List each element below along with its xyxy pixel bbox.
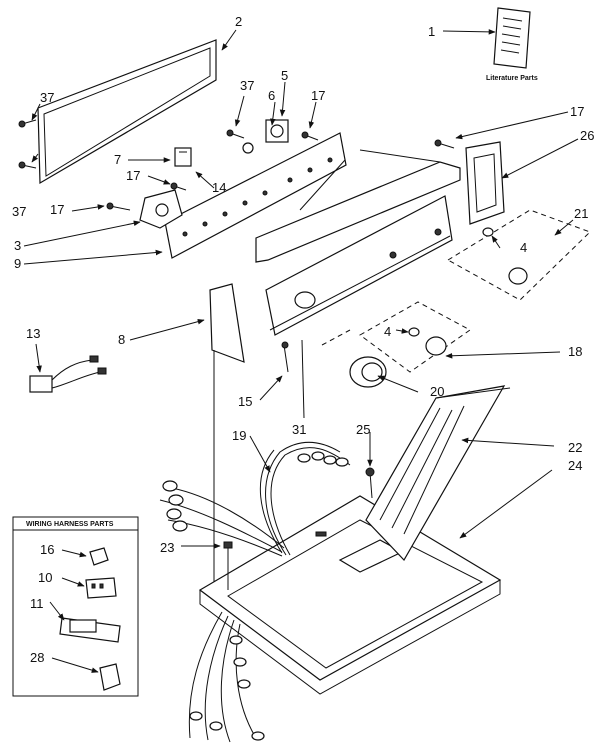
callout-37-top: 37 xyxy=(40,90,54,105)
lint-chute xyxy=(365,385,511,561)
callout-24: 24 xyxy=(568,458,582,473)
knob-group-18 xyxy=(359,301,471,373)
callout-6: 6 xyxy=(268,88,275,103)
callout-37-mid: 37 xyxy=(240,78,254,93)
callout-3: 3 xyxy=(14,238,21,253)
callout-17-mid: 17 xyxy=(126,168,140,183)
callout-5: 5 xyxy=(281,68,288,83)
callout-1: 1 xyxy=(428,24,435,39)
callout-numbers: 1 2 37 37 5 6 17 17 26 7 17 14 37 17 3 9… xyxy=(12,14,594,665)
callout-16: 16 xyxy=(40,542,54,557)
literature-parts: Literature Parts xyxy=(486,7,538,82)
harness-19 xyxy=(259,441,351,556)
callout-25: 25 xyxy=(356,422,370,437)
callout-23: 23 xyxy=(160,540,174,555)
screw-37-mid xyxy=(226,129,245,139)
callout-4-right: 4 xyxy=(520,240,527,255)
callout-14: 14 xyxy=(212,180,226,195)
control-bracket xyxy=(164,132,347,259)
screw-15 xyxy=(281,341,289,373)
screw-17-d xyxy=(434,139,455,149)
harness-bottom xyxy=(188,611,265,743)
callout-20: 20 xyxy=(430,384,444,399)
callout-15: 15 xyxy=(238,394,252,409)
screw-17-b xyxy=(170,182,187,191)
callout-37-bottom: 37 xyxy=(12,204,26,219)
callout-17-left: 17 xyxy=(50,202,64,217)
callout-31: 31 xyxy=(292,422,306,437)
callout-17-top: 17 xyxy=(311,88,325,103)
screw-17-c xyxy=(301,131,319,141)
callout-13: 13 xyxy=(26,326,40,341)
callout-26: 26 xyxy=(580,128,594,143)
switch xyxy=(174,147,192,167)
wiring-box-title: WIRING HARNESS PARTS xyxy=(26,521,114,528)
callout-4-mid: 4 xyxy=(384,324,391,339)
callout-10: 10 xyxy=(38,570,52,585)
knob-20 xyxy=(349,356,387,388)
callout-2: 2 xyxy=(235,14,242,29)
end-cap xyxy=(465,141,505,225)
callout-11: 11 xyxy=(30,596,44,611)
top-panel xyxy=(198,495,502,695)
screw-23 xyxy=(223,541,233,590)
screw-17-a xyxy=(106,202,131,211)
callout-18: 18 xyxy=(568,344,582,359)
console xyxy=(255,149,461,336)
callout-17-right: 17 xyxy=(570,104,584,119)
knob-group-21 xyxy=(447,209,591,301)
harness-13 xyxy=(29,355,107,393)
callout-21: 21 xyxy=(574,206,588,221)
callout-9: 9 xyxy=(14,256,21,271)
callout-22: 22 xyxy=(568,440,582,455)
bushing-6 xyxy=(242,142,254,154)
literature-label: Literature Parts xyxy=(486,75,538,82)
screw-25 xyxy=(365,467,375,499)
wiring-harness-parts-box: WIRING HARNESS PARTS xyxy=(12,516,139,697)
callout-7: 7 xyxy=(114,152,121,167)
screw-37-lower xyxy=(18,161,37,169)
callout-28: 28 xyxy=(30,650,44,665)
callout-8: 8 xyxy=(118,332,125,347)
end-panel xyxy=(209,283,245,363)
callout-19: 19 xyxy=(232,428,246,443)
harness-left xyxy=(159,480,285,557)
back-panel xyxy=(37,39,217,185)
callout-pointers xyxy=(23,29,579,673)
screw-37-upper xyxy=(18,119,37,128)
